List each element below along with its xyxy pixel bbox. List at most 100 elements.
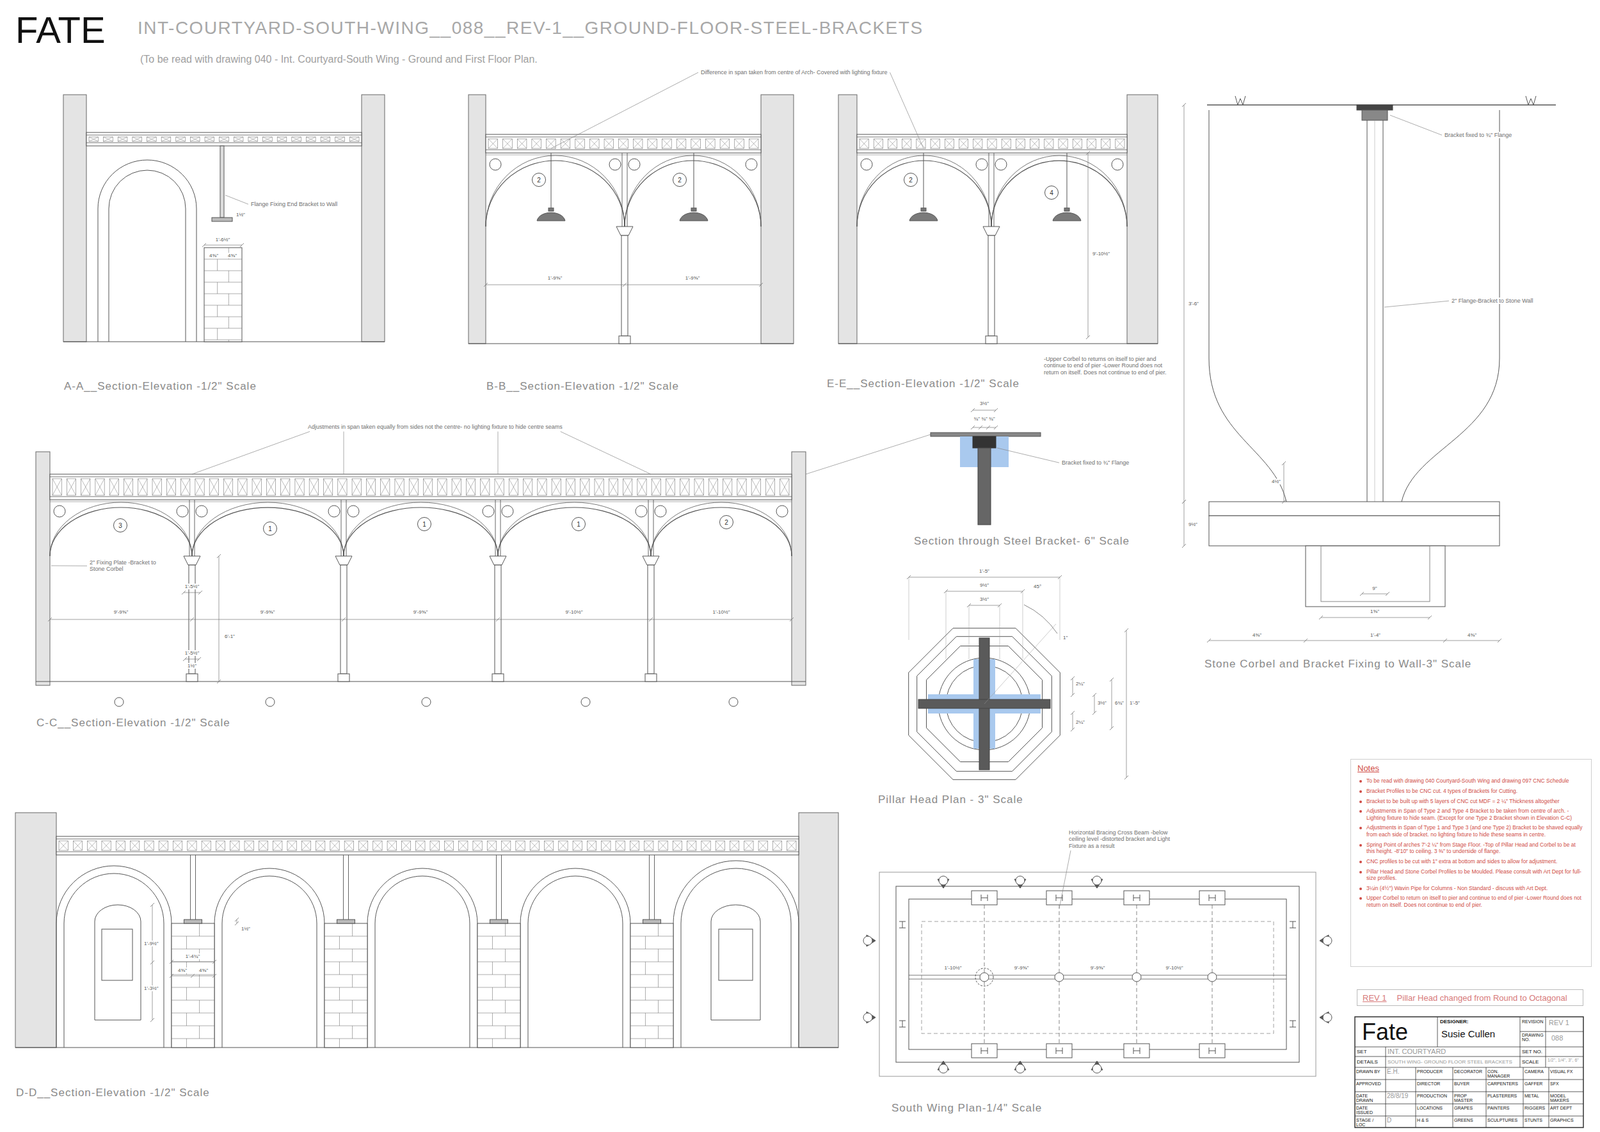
beam-panel-cross <box>266 478 276 496</box>
dimension-text: 3½" <box>979 596 990 603</box>
beam-panel <box>723 478 733 496</box>
beam-panel <box>608 478 618 496</box>
callout-text: 2 <box>536 176 541 184</box>
dimension-tick <box>1070 711 1075 715</box>
beam-panel-cross <box>575 138 585 149</box>
beam-panel <box>734 138 745 149</box>
stone-joint <box>228 316 230 329</box>
beam-panel <box>501 840 511 851</box>
title-block-cell: PROP MASTER <box>1454 1093 1485 1104</box>
stone-joint <box>339 961 340 975</box>
ceiling-hatch <box>1235 96 1246 105</box>
beam-panel-cross <box>544 840 553 851</box>
beam-panel-cross <box>1001 138 1011 149</box>
beam-panel-cross <box>515 840 525 851</box>
steel-bracket <box>1374 120 1376 502</box>
dimension-tick <box>1086 335 1090 340</box>
column-base <box>492 673 504 682</box>
steel-beam <box>485 134 761 153</box>
beam-panel-cross <box>423 478 433 496</box>
beam-panel-cross <box>551 478 561 496</box>
beam-panel <box>465 478 475 496</box>
beam-panel-cross <box>558 840 568 851</box>
beam-panel-cross <box>873 138 883 149</box>
beam-panel-cross <box>187 840 197 851</box>
beam-panel-cross <box>172 840 182 851</box>
beam-panel-cross <box>601 840 611 851</box>
spandrel-circle <box>195 505 208 518</box>
callout-number: 2 <box>903 172 918 187</box>
bracket-top <box>991 154 1128 156</box>
beam-panel-cross <box>887 138 897 149</box>
beam-panel <box>316 840 326 851</box>
callout-text: 1 <box>576 520 581 528</box>
beam-panel-cross <box>744 840 754 851</box>
flange-plate <box>972 436 996 448</box>
wall-pier <box>971 1043 998 1058</box>
stone-joint <box>324 1025 368 1027</box>
annotation-note: 2" Fixing Plate -Bracket to Stone Corbel <box>88 559 171 573</box>
beam-panel-cross <box>708 478 718 496</box>
dimension-text: 1" <box>1062 634 1069 641</box>
beam-panel-cross <box>916 138 926 149</box>
dimension-text: ¾" ¾" ¾" <box>973 416 996 422</box>
beam-panel-cross <box>95 478 105 496</box>
beam-panel <box>352 478 361 496</box>
lamp-rod <box>551 152 552 208</box>
dimension-text: 4⅝" <box>227 252 238 259</box>
callout-text: 1 <box>268 525 272 533</box>
beam-panel-cross <box>1101 138 1111 149</box>
beam-panel-cross <box>589 138 600 149</box>
dimension-tick <box>1070 676 1075 681</box>
beam-panel-cross <box>330 840 340 851</box>
beam-panel-cross <box>701 840 711 851</box>
stone-joint <box>504 1000 506 1014</box>
beam-panel-cross <box>494 478 504 496</box>
stone-joint <box>504 949 506 962</box>
beam-panel-cross <box>737 478 747 496</box>
dimension-text: 9½" <box>1187 521 1199 528</box>
dimension-tick <box>240 243 244 248</box>
dimension-line <box>49 619 792 621</box>
beam-panel-cross <box>87 840 97 851</box>
view-caption: E-E__Section-Elevation -1/2" Scale <box>826 377 1021 391</box>
annotation-note: -Upper Corbel to returns on itself to pi… <box>1043 355 1179 376</box>
dimension-tick <box>986 425 991 430</box>
dimension-text: 1'-5" <box>978 568 991 575</box>
beam-panel-cross <box>787 840 797 851</box>
fixing-flange <box>490 919 509 924</box>
beam-panel-cross <box>465 478 475 496</box>
grid-circle <box>265 697 275 707</box>
beam-panel <box>780 478 790 496</box>
column-base <box>337 673 350 682</box>
extension-line <box>999 605 1001 660</box>
floor-line <box>838 343 1158 344</box>
beam-panel-cross <box>152 478 162 496</box>
beam-panel-cross <box>352 478 361 496</box>
beam-panel-cross <box>594 478 604 496</box>
dimension-text: 2¼" <box>1075 680 1086 687</box>
dimension-text: 4⅝" <box>177 967 188 974</box>
beam-panel-cross <box>215 840 225 851</box>
stone-joint <box>477 1000 521 1001</box>
beam-panel <box>729 840 739 851</box>
ibeam-symbol <box>902 1020 904 1028</box>
dimension-text: 6'-1" <box>224 633 236 640</box>
beam-panel <box>480 478 490 496</box>
spandrel-circle <box>489 158 502 171</box>
ibeam-symbol <box>1056 1050 1063 1052</box>
beam-panel-cross <box>209 478 219 496</box>
beam-panel <box>295 478 304 496</box>
bracket-hanger <box>189 499 191 557</box>
stone-joint <box>216 305 218 317</box>
beam-panel <box>195 478 205 496</box>
beam-panel-cross <box>715 840 725 851</box>
beam-panel-cross <box>301 840 311 851</box>
beam-panel-cross <box>751 478 761 496</box>
title-block-cell: DETAILS <box>1356 1059 1378 1065</box>
window-niche <box>94 904 141 1021</box>
beam-panel-cross <box>647 138 658 149</box>
beam-panel <box>694 478 704 496</box>
beam-panel <box>594 478 604 496</box>
stone-joint <box>657 1000 659 1014</box>
